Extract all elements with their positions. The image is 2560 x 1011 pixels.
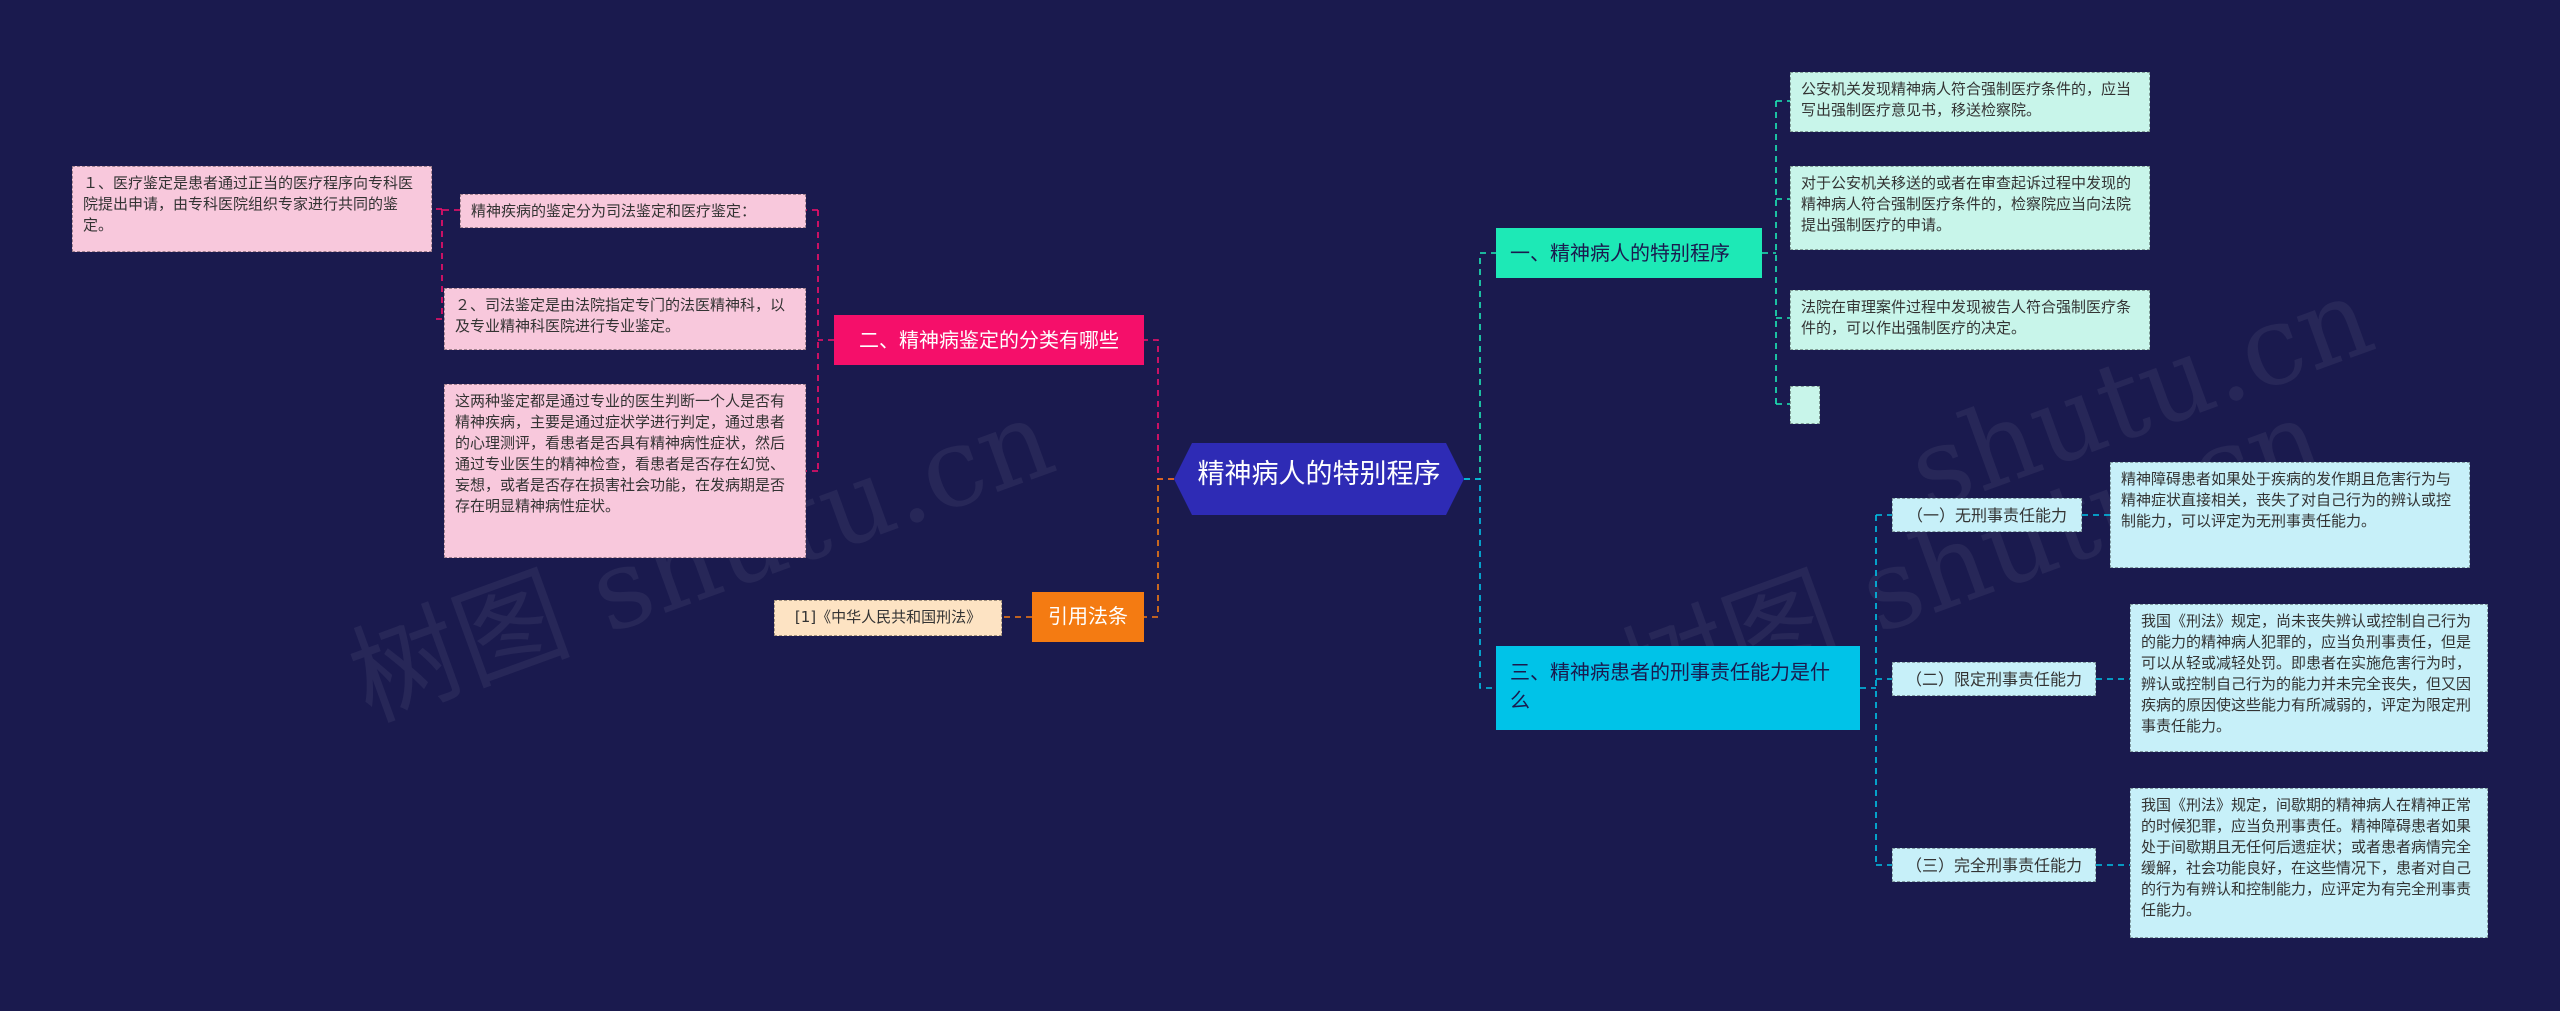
link-procedure-leaves (1762, 100, 1790, 405)
branch-procedure[interactable]: 一、精神病人的特别程序 (1496, 228, 1762, 278)
liability-desc-1[interactable]: 精神障碍患者如果处于疾病的发作期且危害行为与精神症状直接相关，丧失了对自己行为的… (2110, 462, 2470, 568)
link-subtitle-items (432, 208, 460, 320)
link-root-classification (1144, 339, 1174, 480)
liability-sub-3[interactable]: （三）完全刑事责任能力 (1892, 848, 2096, 882)
procedure-item-4[interactable] (1790, 386, 1820, 424)
link-root-procedure (1464, 252, 1496, 480)
procedure-item-1[interactable]: 公安机关发现精神病人符合强制医疗条件的，应当写出强制医疗意见书，移送检察院。 (1790, 72, 2150, 132)
link-root-citation (1144, 478, 1174, 618)
liability-sub-1[interactable]: （一）无刑事责任能力 (1892, 498, 2082, 532)
branch-liability[interactable]: 三、精神病患者的刑事责任能力是什么 (1496, 646, 1860, 730)
classification-item-2[interactable]: ２、司法鉴定是由法院指定专门的法医精神科，以及专业精神科医院进行专业鉴定。 (444, 288, 806, 350)
classification-subtitle[interactable]: 精神疾病的鉴定分为司法鉴定和医疗鉴定： (460, 194, 806, 228)
link-root-liability (1464, 478, 1496, 689)
link-liability-subs (1860, 514, 1892, 866)
citation-item[interactable]: [1]《中华人民共和国刑法》 (774, 600, 1002, 636)
link-classification-children (806, 209, 834, 472)
classification-note[interactable]: 这两种鉴定都是通过专业的医生判断一个人是否有精神疾病，主要是通过症状学进行判定，… (444, 384, 806, 558)
branch-classification[interactable]: 二、精神病鉴定的分类有哪些 (834, 315, 1144, 365)
procedure-item-3[interactable]: 法院在审理案件过程中发现被告人符合强制医疗条件的，可以作出强制医疗的决定。 (1790, 290, 2150, 350)
branch-citation[interactable]: 引用法条 (1032, 592, 1144, 642)
root-node[interactable]: 精神病人的特别程序 (1174, 443, 1464, 515)
procedure-item-2[interactable]: 对于公安机关移送的或者在审查起诉过程中发现的精神病人符合强制医疗条件的，检察院应… (1790, 166, 2150, 250)
liability-desc-2[interactable]: 我国《刑法》规定，尚未丧失辨认或控制自己行为的能力的精神病人犯罪的，应当负刑事责… (2130, 604, 2488, 752)
classification-item-1[interactable]: １、医疗鉴定是患者通过正当的医疗程序向专科医院提出申请，由专科医院组织专家进行共… (72, 166, 432, 252)
liability-desc-3[interactable]: 我国《刑法》规定，间歇期的精神病人在精神正常的时候犯罪，应当负刑事责任。精神障碍… (2130, 788, 2488, 938)
liability-sub-2[interactable]: （二）限定刑事责任能力 (1892, 662, 2096, 696)
